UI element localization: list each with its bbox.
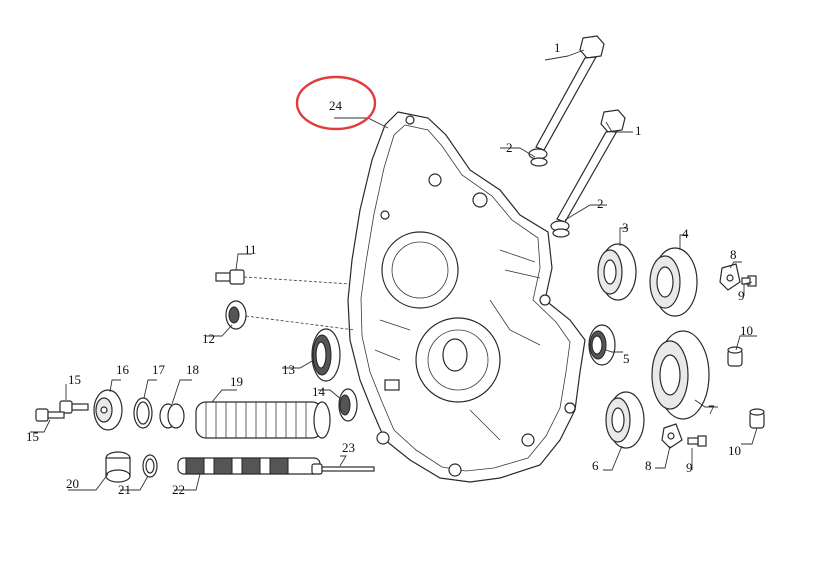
bearing-4 [649, 247, 698, 317]
callout-19: 19 [230, 374, 243, 389]
seal-13 [311, 328, 341, 382]
bolt-11 [215, 269, 245, 285]
dowel-10a [727, 346, 743, 367]
callout-8a: 8 [730, 247, 737, 262]
callout-16: 16 [116, 362, 130, 377]
callout-2b: 2 [597, 196, 604, 211]
washer-21 [142, 454, 158, 478]
callout-11: 11 [244, 242, 257, 257]
bolt-9a [741, 275, 757, 287]
callout-17: 17 [152, 362, 166, 377]
callout-9b: 9 [686, 460, 693, 475]
screen-22 [177, 457, 321, 475]
callout-1a: 1 [554, 40, 561, 55]
callout-2a: 2 [506, 140, 513, 155]
callout-6: 6 [592, 458, 599, 473]
dowel-10b [749, 408, 765, 429]
seal-14 [338, 388, 358, 422]
callout-21: 21 [118, 482, 131, 497]
bolt-15b [35, 408, 65, 422]
plate-8a [719, 263, 741, 291]
filter-cap-16 [93, 389, 123, 431]
bolt-9b [687, 435, 707, 447]
callout-9a: 9 [738, 288, 745, 303]
callout-18: 18 [186, 362, 199, 377]
callout-5: 5 [623, 351, 630, 366]
callout-13: 13 [282, 362, 295, 377]
callout-4: 4 [682, 226, 689, 241]
callout-8b: 8 [645, 458, 652, 473]
callout-10a: 10 [740, 323, 753, 338]
callout-1b: 1 [635, 123, 642, 138]
callout-20: 20 [66, 476, 79, 491]
seal-5 [588, 324, 616, 366]
callout-12: 12 [202, 331, 215, 346]
callout-15b: 15 [26, 429, 39, 444]
seal-12 [225, 300, 247, 330]
oil-filter-19 [195, 401, 331, 439]
o-ring-17 [133, 397, 153, 429]
bolt-23 [311, 463, 375, 475]
bolt-1a [528, 35, 605, 167]
callout-3: 3 [622, 220, 629, 235]
bearing-6 [605, 391, 645, 449]
callout-10b: 10 [728, 443, 741, 458]
crankcase-half [347, 111, 586, 483]
highlight-ring [295, 75, 377, 131]
callout-15a: 15 [68, 372, 81, 387]
drain-plug-20 [105, 451, 131, 483]
callout-labels: 1 1 2 2 3 4 5 6 7 8 8 9 9 10 10 11 12 13… [26, 40, 753, 497]
callout-24: 24 [329, 98, 343, 113]
bolt-15a [59, 400, 89, 414]
bearing-3 [597, 243, 637, 301]
callout-22: 22 [172, 482, 185, 497]
callout-23: 23 [342, 440, 355, 455]
plate-8b [661, 423, 683, 449]
callout-7: 7 [708, 402, 715, 417]
spring-18 [159, 403, 185, 429]
bolt-1b [550, 109, 626, 238]
bearing-7 [651, 330, 710, 420]
callout-14: 14 [312, 384, 326, 399]
